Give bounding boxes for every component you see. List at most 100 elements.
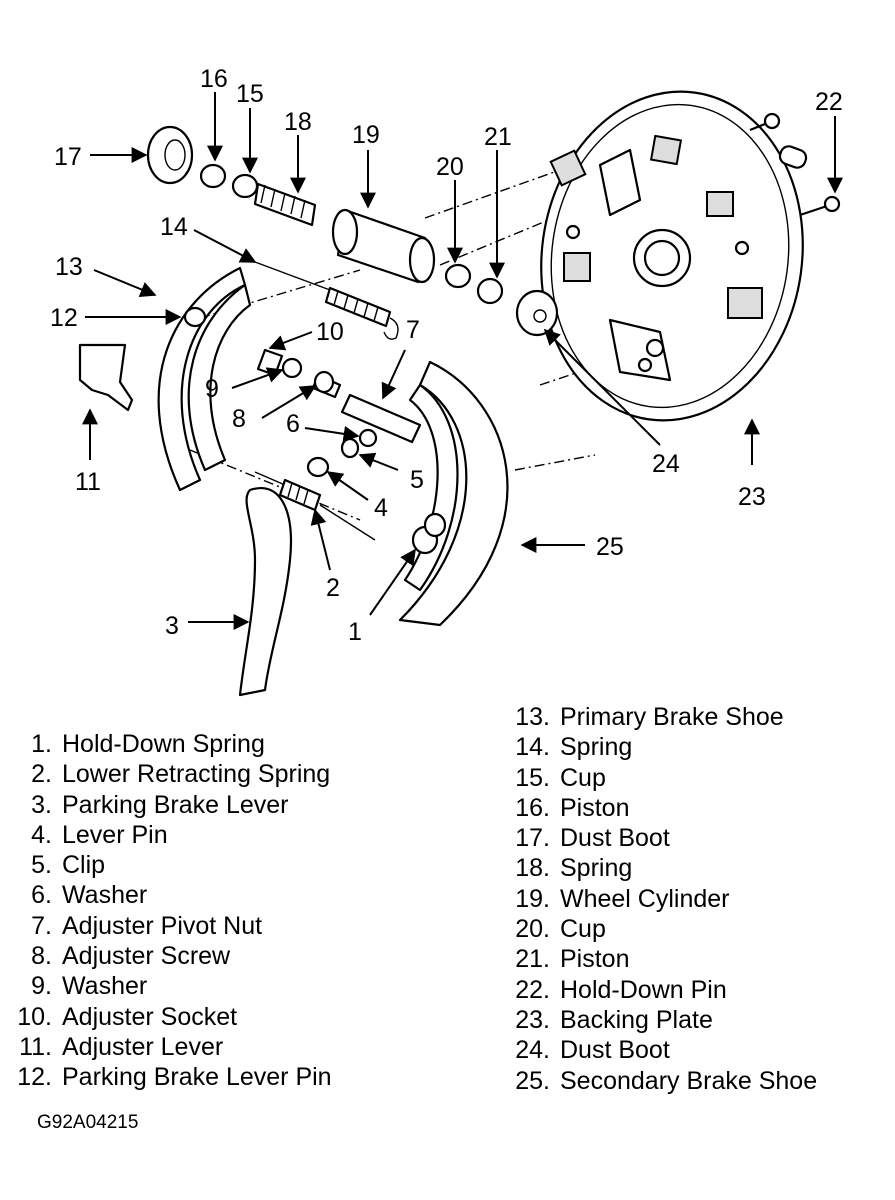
parking-brake-lever (238, 487, 292, 697)
exploded-view-diagram: 1 2 3 4 5 6 7 8 9 10 11 12 13 14 15 16 1… (50, 65, 843, 697)
parts-legend-left: 1. Hold-Down Spring 2. Lower Retracting Spr… (0, 729, 332, 1093)
legend-label: Lever Pin (62, 820, 168, 849)
legend-number: 7. (31, 911, 52, 940)
legend-label: Adjuster Socket (62, 1002, 238, 1031)
legend-label: Washer (62, 881, 148, 910)
legend-label: Backing Plate (560, 1005, 713, 1034)
legend-label: Adjuster Lever (62, 1032, 224, 1061)
legend-number: 4. (31, 820, 52, 849)
legend-number: 1. (31, 730, 52, 758)
callout-4: 4 (374, 494, 388, 522)
callout-12: 12 (50, 304, 78, 332)
legend-label: Dust Boot (560, 1036, 670, 1065)
callout-6: 6 (286, 410, 300, 438)
callout-13: 13 (55, 253, 83, 281)
legend-label: Hold-Down Spring (62, 730, 265, 758)
legend-item: 11. Adjuster Lever (0, 1032, 332, 1062)
legend-number: 9. (31, 972, 52, 1001)
legend-item: 24. Dust Boot (508, 1035, 817, 1065)
legend-label: Parking Brake Lever (62, 790, 289, 819)
legend-label: Adjuster Pivot Nut (62, 911, 263, 940)
legend-number: 17. (515, 824, 550, 853)
legend-item: 5. Clip (0, 850, 332, 880)
legend-number: 16. (515, 793, 550, 822)
leader-arrows (82, 92, 843, 630)
legend-item: 19.Wheel Cylinder (508, 884, 817, 914)
callout-3: 3 (165, 612, 179, 640)
legend-item: 8. Adjuster Screw (0, 941, 332, 971)
legend-number: 12. (17, 1063, 52, 1092)
legend-number: 22. (515, 975, 550, 1004)
callout-8: 8 (232, 405, 246, 433)
legend-label: Adjuster Screw (62, 942, 231, 971)
legend-item: 6.Washer (0, 880, 332, 910)
legend-number: 8. (31, 942, 52, 971)
callout-labels: 1 2 3 4 5 6 7 8 9 10 11 12 13 14 15 16 1… (50, 65, 843, 646)
parking-brake-lever-pin (183, 306, 207, 328)
legend-label: Washer (62, 972, 148, 1001)
callout-2: 2 (326, 574, 340, 602)
callout-11: 11 (75, 468, 101, 496)
legend-label: Hold-Down Pin (560, 975, 727, 1004)
legend-item: 10. Adjuster Socket (0, 1002, 332, 1032)
callout-20: 20 (436, 153, 464, 181)
legend-label: Piston (560, 945, 630, 974)
legend-item: 4. Lever Pin (0, 820, 332, 850)
legend-label: Cup (560, 915, 606, 944)
backing-plate (540, 90, 804, 422)
legend-item: 12. Parking Brake Lever Pin (0, 1062, 332, 1092)
callout-16: 16 (200, 65, 228, 93)
legend-item: 13. Primary Brake Shoe (508, 702, 817, 732)
legend-item: 25. Secondary Brake Shoe (508, 1066, 817, 1096)
legend-item: 3. Parking Brake Lever (0, 790, 332, 820)
legend-label: Dust Boot (560, 824, 670, 853)
legend-item: 20. Cup (508, 914, 817, 944)
legend-number: 24. (515, 1036, 550, 1065)
legend-item: 16. Piston (508, 793, 817, 823)
legend-item: 18. Spring (508, 853, 817, 883)
legend-number: 20. (515, 915, 550, 944)
legend-label: Secondary Brake Shoe (560, 1066, 818, 1095)
callout-10: 10 (316, 318, 344, 346)
legend-number: 13. (515, 703, 550, 731)
callout-24: 24 (652, 450, 680, 478)
callout-7: 7 (406, 316, 420, 344)
legend-label: Parking Brake Lever Pin (62, 1063, 332, 1092)
callout-18: 18 (284, 108, 312, 136)
figure-code: G92A04215 (37, 1112, 139, 1133)
legend-number: 3. (31, 790, 52, 819)
legend-item: 23.Backing Plate (508, 1005, 817, 1035)
legend-number: 25. (515, 1066, 550, 1095)
callout-9: 9 (205, 375, 219, 403)
legend-number: 10. (17, 1002, 52, 1031)
upper-spring (254, 261, 399, 340)
legend-number: 18. (515, 854, 550, 883)
callout-23: 23 (738, 483, 766, 511)
legend-item: 14.Spring (508, 732, 817, 762)
legend-item: 21.Piston (508, 944, 817, 974)
legend-label: Clip (62, 851, 106, 880)
callout-15: 15 (236, 80, 264, 108)
callout-17: 17 (54, 143, 82, 171)
legend-label: Primary Brake Shoe (560, 703, 784, 731)
legend-item: 22. Hold-Down Pin (508, 975, 817, 1005)
legend-number: 11. (19, 1032, 52, 1061)
callout-19: 19 (352, 121, 380, 149)
legend-number: 19. (515, 884, 550, 913)
legend-item: 1. Hold-Down Spring (0, 729, 332, 759)
legend-item: 15.Cup (508, 763, 817, 793)
legend-label: Piston (560, 793, 630, 822)
legend-number: 5. (31, 851, 52, 880)
secondary-brake-shoe (398, 360, 509, 627)
wheel-cylinder-parts (146, 125, 559, 337)
callout-14: 14 (160, 213, 188, 241)
legend-number: 2. (31, 760, 52, 789)
legend-label: Spring (560, 854, 633, 883)
callout-1: 1 (348, 618, 362, 646)
legend-item: 9. Washer (0, 971, 332, 1001)
hold-down-spring (411, 512, 447, 555)
legend-item: 7. Adjuster Pivot Nut (0, 911, 332, 941)
legend-label: Lower Retracting Spring (62, 760, 331, 789)
legend-label: Spring (560, 733, 633, 762)
